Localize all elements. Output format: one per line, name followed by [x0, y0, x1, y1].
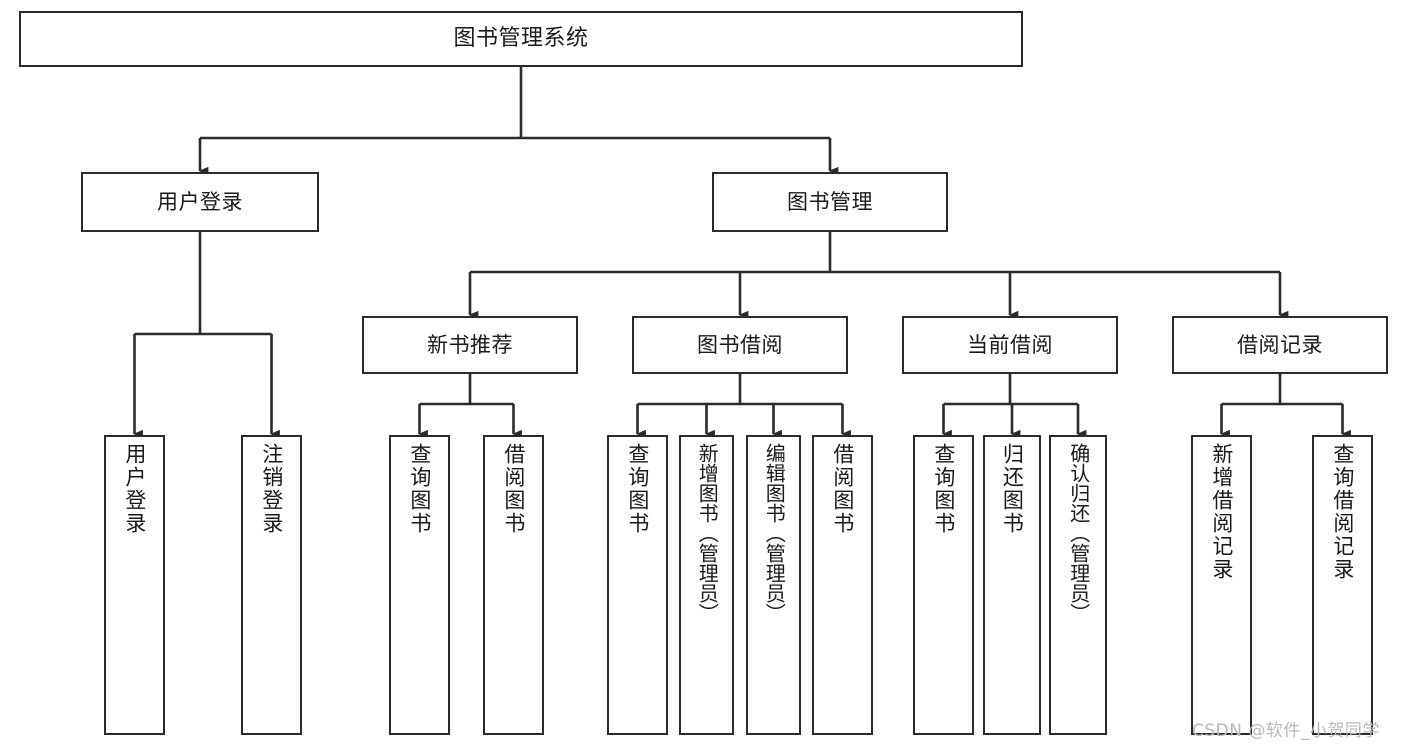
- node-label: 借阅图书: [830, 443, 855, 535]
- node-label: 借阅记录: [1237, 332, 1323, 357]
- node-label: 新书推荐: [427, 332, 513, 357]
- node-label: 归还图书: [1000, 443, 1025, 535]
- node-label: 新增图书（管理员）: [695, 443, 720, 623]
- node-leaf-query-record[interactable]: 查询借阅记录: [1312, 435, 1373, 735]
- node-leaf-query-book-2[interactable]: 查询图书: [607, 435, 668, 735]
- node-label: 注销登录: [259, 443, 284, 535]
- node-leaf-edit-book[interactable]: 编辑图书（管理员）: [746, 435, 801, 735]
- node-label: 图书管理: [787, 189, 873, 214]
- node-label: 查询图书: [931, 443, 956, 535]
- node-new-book-rec[interactable]: 新书推荐: [362, 316, 578, 374]
- node-leaf-confirm-return[interactable]: 确认归还（管理员）: [1049, 435, 1107, 735]
- node-leaf-add-record[interactable]: 新增借阅记录: [1191, 435, 1252, 735]
- node-leaf-query-book-3[interactable]: 查询图书: [913, 435, 974, 735]
- node-leaf-return-book[interactable]: 归还图书: [983, 435, 1041, 735]
- node-label: 图书管理系统: [453, 26, 589, 52]
- node-label: 用户登录: [157, 189, 243, 214]
- node-label: 查询借阅记录: [1330, 443, 1355, 581]
- node-user-login[interactable]: 用户登录: [81, 172, 319, 232]
- node-leaf-user-login[interactable]: 用户登录: [104, 435, 165, 735]
- csdn-watermark: CSDN @软件_小贺同学: [1192, 721, 1380, 741]
- node-leaf-query-book-1[interactable]: 查询图书: [389, 435, 450, 735]
- node-label: 当前借阅: [967, 332, 1053, 357]
- node-label: 用户登录: [122, 443, 147, 535]
- node-leaf-add-book[interactable]: 新增图书（管理员）: [679, 435, 734, 735]
- node-label: 新增借阅记录: [1209, 443, 1234, 581]
- node-label: 编辑图书（管理员）: [762, 443, 787, 623]
- node-label: 借阅图书: [501, 443, 526, 535]
- node-leaf-borrow-book-2[interactable]: 借阅图书: [812, 435, 873, 735]
- connector-lines: [133, 67, 1351, 439]
- node-label: 确认归还（管理员）: [1066, 443, 1091, 623]
- node-borrow-record[interactable]: 借阅记录: [1172, 316, 1388, 374]
- node-leaf-logout[interactable]: 注销登录: [241, 435, 302, 735]
- node-label: 图书借阅: [697, 332, 783, 357]
- node-book-manage[interactable]: 图书管理: [712, 172, 948, 232]
- node-book-borrow[interactable]: 图书借阅: [632, 316, 848, 374]
- node-root[interactable]: 图书管理系统: [19, 11, 1023, 67]
- node-label: 查询图书: [407, 443, 432, 535]
- node-label: 查询图书: [625, 443, 650, 535]
- node-current-borrow[interactable]: 当前借阅: [902, 316, 1118, 374]
- node-leaf-borrow-book-1[interactable]: 借阅图书: [483, 435, 544, 735]
